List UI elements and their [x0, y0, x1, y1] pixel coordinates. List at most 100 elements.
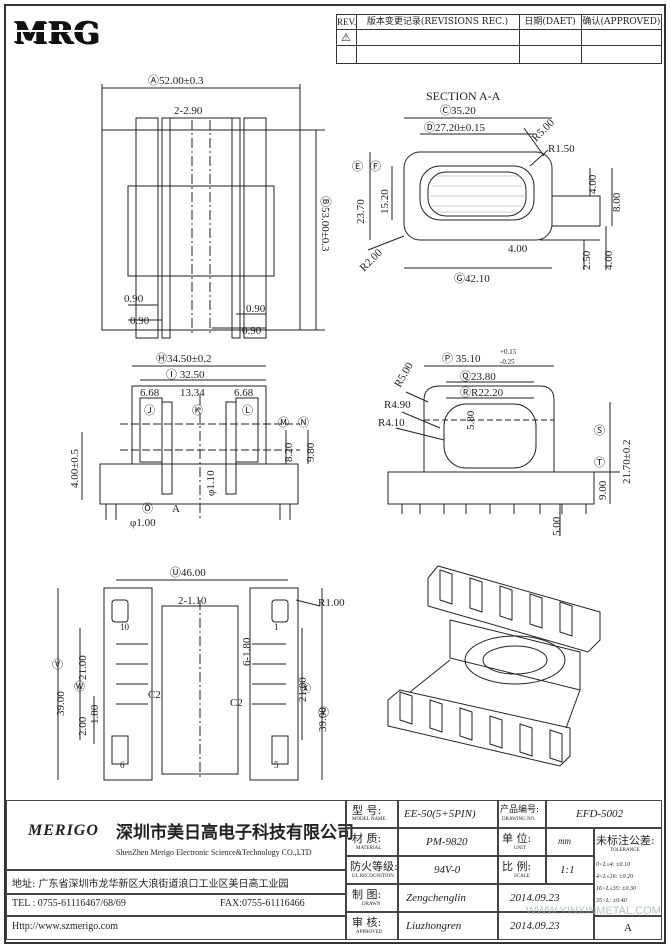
- front-dim-left: 4.00±0.5: [69, 448, 81, 488]
- side-dim-5: 5.00: [551, 516, 563, 536]
- approved-label: 审 核:: [352, 916, 382, 929]
- section-mark-e: Ⓔ: [352, 160, 363, 173]
- bottom-dim-21b: 21.00: [297, 677, 309, 702]
- bottom-dim-u: Ⓤ46.00: [170, 566, 206, 579]
- bottom-dim-pitch: 2-1.10: [178, 595, 207, 607]
- bottom-dim-6-18: 6-1.80: [241, 637, 253, 666]
- top-view: [101, 84, 325, 339]
- section-dim-8: 8.00: [611, 192, 623, 212]
- rev-header: REV.: [337, 15, 356, 30]
- front-mark-a: A: [172, 503, 180, 515]
- front-dim-j: 6.68: [140, 387, 160, 399]
- tolerance-cell: [594, 828, 662, 916]
- approved-date: 2014.09.23: [510, 920, 560, 932]
- dim-b: 0.90: [130, 315, 150, 327]
- side-dim-r49: R4.90: [384, 399, 411, 411]
- mrg-logo: MRG: [14, 16, 101, 51]
- side-dim-q: Ⓠ23.80: [460, 370, 496, 383]
- side-mark-t: Ⓣ: [594, 456, 605, 469]
- technical-drawing: Ⓐ52.00±0.3 2-2.90 Ⓑ53.00±0.3 0.90 0.90 0…: [52, 74, 633, 781]
- date-header: 日期(DAET): [519, 15, 581, 30]
- web-text: Http://www.szmerigo.com: [12, 921, 119, 932]
- company-name-en: ShenZhen Merigo Electronic Science&Techn…: [116, 848, 312, 857]
- isometric-view: [387, 565, 601, 767]
- unit-label-en: UNIT: [514, 846, 526, 851]
- bottom-mark-v: Ⓥ: [52, 658, 63, 671]
- drawing-no-label: 产品编号:: [500, 805, 540, 815]
- merigo-logo: MERIGO: [28, 822, 99, 839]
- bottom-dim-39a: 39.00: [55, 691, 67, 716]
- front-mark-k: Ⓚ: [192, 404, 203, 417]
- approved-label-en: APPROVED: [356, 930, 383, 935]
- front-view: [81, 365, 309, 520]
- dim-a: 0.90: [124, 293, 144, 305]
- drawn-label-en: DRAWN: [362, 902, 381, 907]
- sheet-border: [4, 4, 666, 944]
- tol-range-4: 35<L: ±0.40: [596, 898, 627, 904]
- side-dim-p-tol-up: +0.15: [500, 348, 517, 356]
- drawn-date: 2014.09.23: [510, 892, 560, 904]
- rev-row-line: [337, 45, 661, 46]
- address-text: 地址: 广东省深圳市龙华新区大浪街道浪口工业区美日高工业园: [12, 879, 289, 890]
- section-dim-g: Ⓖ42.10: [454, 272, 490, 285]
- tol-range-1: 0<L≤4: ±0.10: [596, 862, 630, 868]
- material-label-en: MATERIAL: [356, 846, 382, 851]
- model-value: EE-50(5+5PIN): [404, 808, 476, 820]
- approved-value: Liuzhongren: [406, 920, 462, 932]
- section-dim-4b: 4.00: [508, 243, 528, 255]
- side-dim-s: 21.70±0.2: [621, 439, 633, 484]
- side-dim-p-tol-dn: -0.25: [500, 358, 515, 366]
- bottom-mark-w: Ⓦ: [74, 680, 85, 693]
- bottom-dim-39b: 39.00: [317, 707, 329, 732]
- side-mark-s: Ⓢ: [594, 424, 605, 437]
- front-dim-l: 6.68: [234, 387, 254, 399]
- model-label-en: MODEL NAME: [352, 817, 386, 822]
- dim-length: Ⓐ52.00±0.3: [148, 74, 204, 87]
- side-dim-r41: R4.10: [378, 417, 405, 429]
- section-dim-d: Ⓓ27.20±0.15: [424, 121, 486, 134]
- pin-10-label: 10: [120, 622, 130, 632]
- flame-label-en: UL RECOGNITION: [352, 874, 394, 879]
- side-dim-t: 9.00: [597, 480, 609, 500]
- side-dim-58: 5.80: [465, 410, 477, 430]
- scale-label-en: SCALE: [514, 874, 530, 879]
- section-dim-4a: 4.00: [587, 174, 599, 194]
- side-dim-r5: R5.00: [392, 360, 416, 389]
- front-dim-k: 13.34: [180, 387, 205, 399]
- front-mark-l: Ⓛ: [242, 404, 253, 417]
- record-col-line: [519, 15, 520, 63]
- bottom-dim-2: 2.00: [77, 716, 89, 736]
- material-label: 材 质:: [352, 832, 382, 845]
- bottom-mark-c2a: C2: [148, 689, 161, 701]
- dim-d: 0.90: [242, 325, 262, 337]
- front-mark-o: Ⓞ: [142, 502, 153, 515]
- address-cell: [6, 870, 346, 894]
- company-name-cn: 深圳市美日高电子科技有限公司: [116, 823, 354, 843]
- drawn-label: 制 图:: [352, 888, 382, 901]
- version-value: A: [624, 922, 632, 934]
- front-dim-pin: φ1.10: [205, 470, 217, 496]
- bottom-dim-r1: R1.00: [318, 597, 345, 609]
- material-value: PM-9820: [426, 836, 468, 848]
- dim-height: Ⓑ53.00±0.3: [319, 196, 332, 252]
- section-dim-f: 15.20: [379, 189, 391, 214]
- bottom-mark-y: Ⓨ: [318, 706, 329, 719]
- scale-label: 比 例:: [502, 860, 532, 873]
- front-mark-n: Ⓝ: [298, 416, 309, 429]
- pin-6-label: 6: [120, 760, 125, 770]
- section-view: [367, 117, 613, 270]
- section-title: SECTION A-A: [426, 89, 501, 103]
- side-dim-p: Ⓟ 35.10: [442, 352, 481, 365]
- watermark: WWW.YINXINMETAL.COM: [526, 905, 661, 917]
- bottom-view: [57, 579, 323, 781]
- unit-value: mm: [558, 836, 571, 846]
- front-dim-h: Ⓗ34.50±0.2: [156, 352, 212, 365]
- front-dim-n: 9.80: [305, 442, 317, 462]
- tel-text: TEL : 0755-61116467/68/69: [12, 898, 126, 909]
- model-label: 型 号:: [352, 804, 382, 817]
- section-dim-4c: 4.00: [603, 250, 615, 270]
- revision-table: REV. 版本变更记录(REVISIONS REC.) 日期(DAET) 确认(…: [336, 14, 662, 64]
- drawing-no-value: EFD-5002: [576, 808, 624, 820]
- bottom-mark-c2b: C2: [230, 697, 243, 709]
- dim-pitch: 2-2.90: [174, 105, 203, 117]
